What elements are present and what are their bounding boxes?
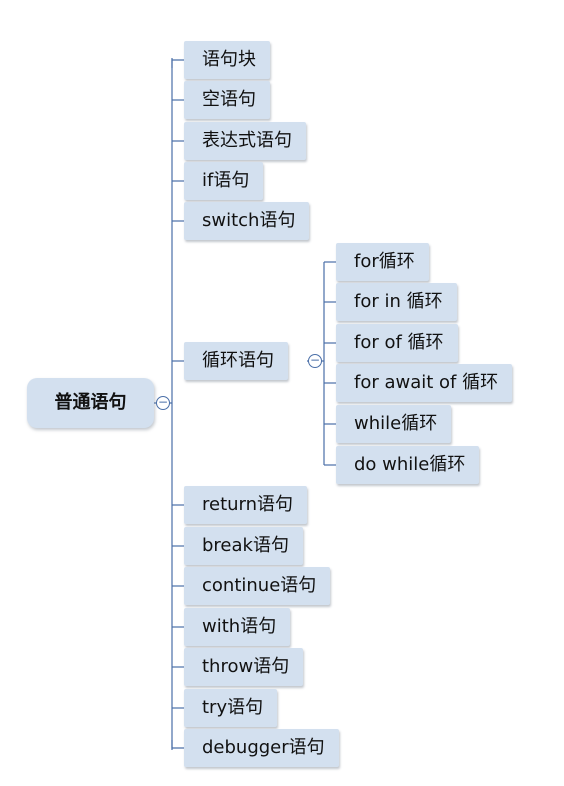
minus-circle-icon[interactable]: − <box>308 353 322 368</box>
node-continue-statement[interactable]: continue语句 <box>184 567 331 605</box>
root-node[interactable]: 普通语句 <box>27 378 154 428</box>
level1-branches <box>171 59 184 749</box>
node-loop-statement[interactable]: 循环语句 <box>184 342 288 380</box>
node-statement-block[interactable]: 语句块 <box>184 41 270 79</box>
node-debugger-statement[interactable]: debugger语句 <box>184 729 339 767</box>
node-throw-statement[interactable]: throw语句 <box>184 648 304 686</box>
node-do-while-loop[interactable]: do while循环 <box>336 446 480 484</box>
node-return-statement[interactable]: return语句 <box>184 486 308 524</box>
node-while-loop[interactable]: while循环 <box>336 405 452 443</box>
level2-branches <box>324 261 336 466</box>
node-for-await-of-loop[interactable]: for await of 循环 <box>336 364 513 402</box>
node-break-statement[interactable]: break语句 <box>184 527 303 565</box>
node-empty-statement[interactable]: 空语句 <box>184 81 270 119</box>
node-for-of-loop[interactable]: for of 循环 <box>336 324 458 362</box>
node-try-statement[interactable]: try语句 <box>184 689 278 727</box>
node-switch-statement[interactable]: switch语句 <box>184 202 310 240</box>
node-with-statement[interactable]: with语句 <box>184 608 291 646</box>
minus-circle-icon[interactable]: − <box>156 395 170 410</box>
node-for-in-loop[interactable]: for in 循环 <box>336 283 457 321</box>
node-expression-statement[interactable]: 表达式语句 <box>184 122 306 160</box>
node-for-loop[interactable]: for循环 <box>336 243 429 281</box>
node-if-statement[interactable]: if语句 <box>184 162 264 200</box>
